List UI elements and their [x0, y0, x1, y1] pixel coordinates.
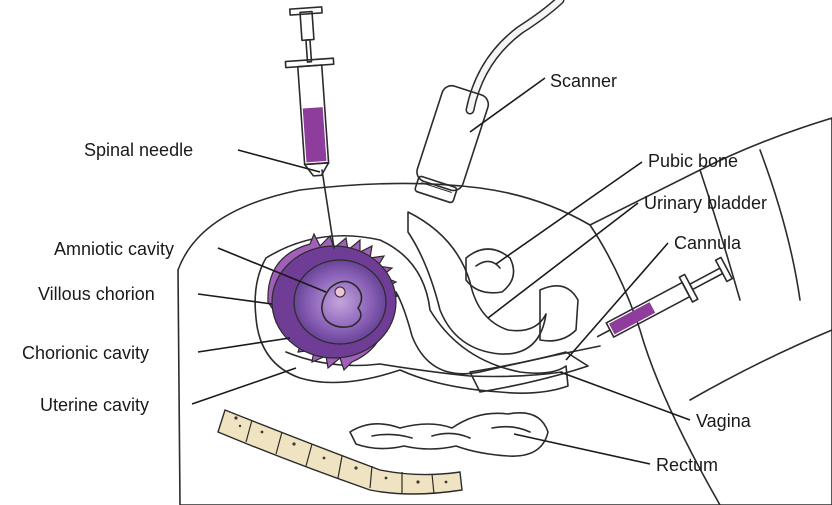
label-rectum: Rectum	[656, 455, 718, 475]
spinal-needle-syringe	[282, 6, 342, 248]
leader-uterine-cavity	[192, 368, 296, 404]
sacrum-spine	[218, 410, 462, 494]
label-uterine-cavity: Uterine cavity	[40, 395, 149, 415]
leader-chorionic-cavity	[198, 338, 290, 352]
cannula-syringe	[591, 256, 733, 349]
label-amniotic-cavity: Amniotic cavity	[54, 239, 174, 259]
leader-villous-chorion	[198, 294, 272, 304]
gestational-sac	[268, 234, 398, 370]
vagina	[470, 352, 588, 392]
leader-cannula	[566, 243, 668, 360]
label-cannula: Cannula	[674, 233, 742, 253]
leader-vagina	[560, 372, 690, 420]
label-pubic-bone: Pubic bone	[648, 151, 738, 171]
label-villous-chorion: Villous chorion	[38, 284, 155, 304]
leader-pubic-bone	[496, 162, 642, 264]
label-scanner: Scanner	[550, 71, 617, 91]
labels: Scanner Spinal needle Pubic bone Urinary…	[22, 71, 767, 475]
label-spinal-needle: Spinal needle	[84, 140, 193, 160]
ultrasound-scanner	[411, 0, 560, 204]
label-vagina: Vagina	[696, 411, 752, 431]
cannula	[396, 292, 600, 374]
urinary-bladder	[408, 212, 546, 354]
label-chorionic-cavity: Chorionic cavity	[22, 343, 149, 363]
leader-rectum	[514, 434, 650, 464]
label-urinary-bladder: Urinary bladder	[644, 193, 767, 213]
